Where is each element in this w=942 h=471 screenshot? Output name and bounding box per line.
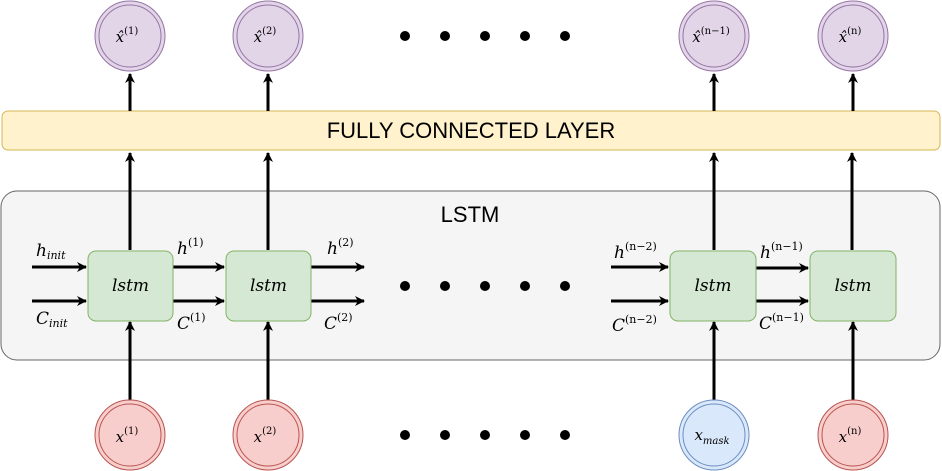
fully-connected-layer-label: FULLY CONNECTED LAYER [327,118,616,143]
input-to-lstm-arrows [125,321,858,400]
ellipsis-dots-bottom [400,430,570,440]
lstm-to-fc-arrows [125,152,857,250]
lstm-cell-label: lstm [694,276,731,296]
input-node-1: x(1) [94,399,166,471]
svg-text:x̂(2): x̂(2) [254,26,277,46]
cn1-label: C(n−1) [759,311,804,334]
h2-label: h(2) [327,236,354,259]
lstm-container-label: LSTM [441,202,500,227]
output-node-2: x̂(2) [232,0,304,72]
svg-text:x(1): x(1) [116,426,139,446]
svg-text:x̂(n): x̂(n) [839,26,862,46]
ellipsis-dots-top [400,31,570,41]
c1-label: C(1) [177,311,206,334]
lstm-cell-label: lstm [112,276,149,296]
h-init-label: hinit [36,241,66,262]
svg-text:x̂(n−1): x̂(n−1) [692,26,730,46]
input-node-mask: xmask [678,399,750,471]
hn2-label: h(n−2) [614,240,657,263]
fully-connected-layer [1,110,941,151]
c-init-label: Cinit [36,309,68,330]
lstm-cell-label: lstm [250,276,287,296]
svg-text:x(2): x(2) [254,426,277,446]
state-arrows [32,262,809,306]
input-node-n: x(n) [817,399,889,471]
output-node-n-1: x̂(n−1) [678,0,750,72]
fc-to-output-arrows [125,73,858,111]
svg-text:x̂(1): x̂(1) [116,26,139,46]
lstm-cell-n-1: lstm [669,250,757,322]
c2-label: C(2) [324,311,353,334]
svg-text:x(n): x(n) [839,426,862,446]
lstm-cell-2: lstm [225,250,312,322]
svg-text:xmask: xmask [694,426,729,447]
lstm-cell-label: lstm [834,276,871,296]
ellipsis-dots-middle [400,281,570,291]
output-node-n: x̂(n) [817,0,889,72]
h1-label: h(1) [177,236,204,259]
lstm-cell-1: lstm [87,250,174,322]
input-node-2: x(2) [232,399,304,471]
lstm-cell-n: lstm [809,250,897,322]
output-node-1: x̂(1) [94,0,166,72]
hn1-label: h(n−1) [760,240,803,263]
cn2-label: C(n−2) [612,313,657,336]
